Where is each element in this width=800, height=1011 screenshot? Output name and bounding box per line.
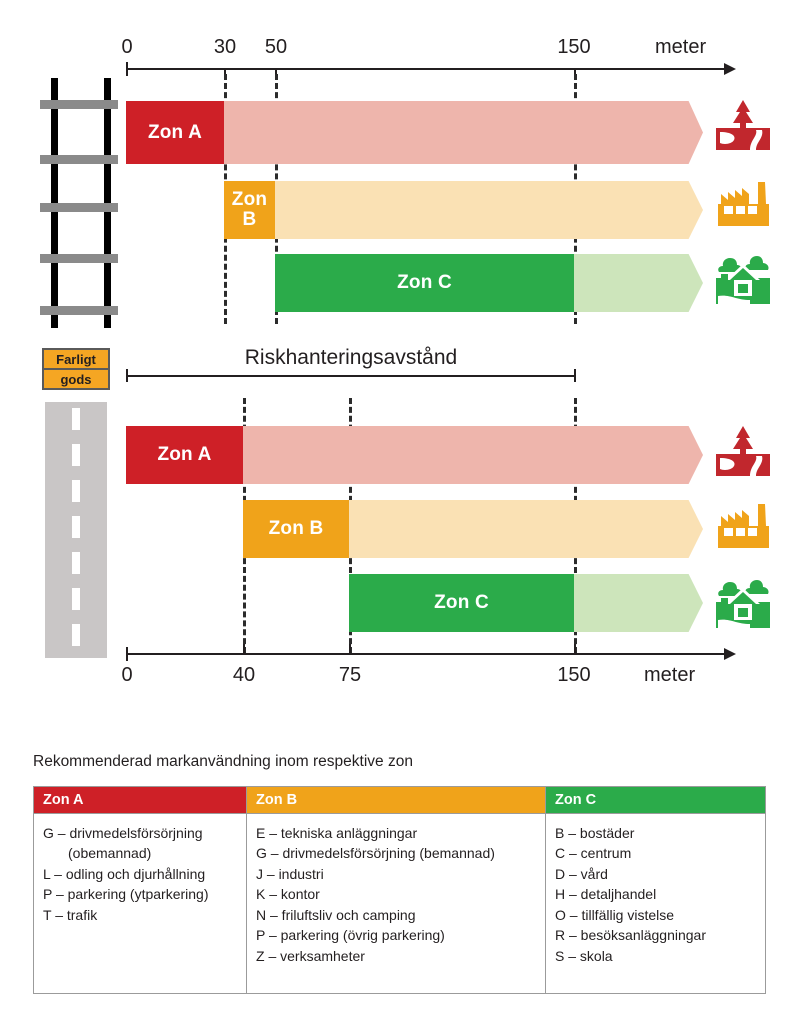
hazmat-placard: Farligt gods — [42, 348, 110, 390]
axis-tick-label: 30 — [213, 36, 237, 58]
axis-tick-label: 150 — [557, 664, 591, 686]
road-zone-a-row: Zon A — [126, 426, 726, 484]
list-item: L – odling och djurhållning — [43, 865, 206, 882]
list-item: Z – verksamheter — [256, 947, 365, 964]
span-label: Riskhanteringsavstånd — [244, 346, 458, 369]
land-use-table: Zon A G – drivmedelsförsörjning (obemann… — [33, 786, 766, 994]
list-item: S – skola — [555, 947, 613, 964]
factory-industry-icon — [714, 502, 772, 554]
list-item: H – detaljhandel — [555, 886, 657, 903]
list-item: G – drivmedelsförsörjning (bemannad) — [256, 845, 495, 862]
list-item: N – friluftsliv och camping — [256, 906, 416, 923]
axis-tick-label: 50 — [264, 36, 288, 58]
list-item: G – drivmedelsförsörjning — [43, 825, 203, 841]
nature-recreation-icon — [712, 424, 774, 482]
rail-sleeper — [40, 203, 118, 212]
zone-a-solid-segment[interactable]: Zon A — [126, 101, 224, 164]
list-item: K – kontor — [256, 886, 320, 903]
axis-tick-label: 150 — [557, 36, 591, 58]
list-item: T – trafik — [43, 906, 98, 923]
table-header-zon-b: Zon B — [247, 787, 545, 814]
zone-a-arrow-head — [671, 101, 703, 164]
rail-sleeper — [40, 155, 118, 164]
railway-zone-c-row: Zon C — [126, 254, 726, 312]
list-item: E – tekniska anläggningar — [256, 825, 418, 841]
list-item: C – centrum — [555, 845, 632, 862]
list-item: P – parkering (övrig parkering) — [256, 927, 445, 944]
axis-tick-label: 75 — [338, 664, 362, 686]
factory-industry-icon — [714, 180, 772, 232]
zone-a-arrow-head — [671, 426, 703, 484]
zone-a-solid-segment[interactable]: Zon A — [126, 426, 243, 484]
rail-sleeper — [40, 100, 118, 109]
zone-c-solid-segment[interactable]: Zon C — [275, 254, 574, 312]
railway-diagram: 0 30 50 150 meter Zon A Zon B Zon C — [0, 0, 800, 340]
table-body-zon-b: E – tekniska anläggningar G – drivmedels… — [247, 814, 545, 993]
list-item: (obemannad) — [68, 845, 152, 862]
road-icon — [45, 402, 107, 658]
table-column-zon-c: Zon C B – bostäder C – centrum D – vård … — [545, 787, 765, 993]
road-diagram: Farligt gods Riskhanteringsavstånd Zon A — [0, 340, 800, 700]
zone-b-solid-segment[interactable]: Zon B — [224, 181, 275, 239]
residential-housing-icon — [712, 252, 774, 308]
railway-zone-b-row: Zon B — [126, 181, 726, 239]
axis-unit-label: meter — [655, 36, 707, 58]
nature-recreation-icon — [712, 98, 774, 156]
table-header-zon-a: Zon A — [34, 787, 246, 814]
zone-b-fade-segment — [224, 181, 671, 239]
road-zone-c-row: Zon C — [126, 574, 726, 632]
list-item: R – besöksanläggningar — [555, 927, 706, 944]
zone-a-label: Zon A — [157, 444, 212, 466]
zone-c-label: Zon C — [434, 592, 489, 614]
table-column-zon-b: Zon B E – tekniska anläggningar G – driv… — [246, 787, 545, 993]
zone-c-solid-segment[interactable]: Zon C — [349, 574, 574, 632]
residential-housing-icon — [712, 576, 774, 632]
zone-b-label: Zon B — [268, 518, 324, 540]
placard-line-2: gods — [60, 371, 92, 387]
zone-a-label: Zon A — [147, 121, 203, 143]
rail-sleeper — [40, 306, 118, 315]
table-body-zon-a: G – drivmedelsförsörjning (obemannad) L … — [34, 814, 246, 993]
axis-tick-label: 0 — [121, 664, 133, 686]
risk-management-distance-span: Riskhanteringsavstånd — [0, 340, 800, 390]
list-item: B – bostäder — [555, 825, 635, 841]
list-item: D – vård — [555, 865, 608, 882]
axis-tick-label: 40 — [232, 664, 256, 686]
zone-b-arrow-head — [671, 500, 703, 558]
road-axis: 0 40 75 150 meter — [0, 640, 800, 700]
zone-b-arrow-head — [671, 181, 703, 239]
zone-b-label: Zon B — [231, 189, 268, 230]
table-body-zon-c: B – bostäder C – centrum D – vård H – de… — [546, 814, 765, 993]
zone-c-label: Zon C — [397, 272, 452, 294]
railway-axis: 0 30 50 150 meter — [0, 0, 800, 90]
road-zone-b-row: Zon B — [126, 500, 726, 558]
zone-c-arrow-head — [671, 254, 703, 312]
list-item: O – tillfällig vistelse — [555, 906, 675, 923]
table-column-zon-a: Zon A G – drivmedelsförsörjning (obemann… — [34, 787, 246, 993]
list-item: J – industri — [256, 865, 324, 882]
rail-sleeper — [40, 254, 118, 263]
axis-tick-label: 0 — [121, 36, 133, 58]
table-header-zon-c: Zon C — [546, 787, 765, 814]
zone-c-arrow-head — [671, 574, 703, 632]
railway-track-icon — [40, 78, 125, 328]
axis-unit-label: meter — [644, 664, 696, 686]
railway-zone-a-row: Zon A — [126, 101, 726, 164]
placard-line-1: Farligt — [56, 351, 96, 367]
zone-b-solid-segment[interactable]: Zon B — [243, 500, 349, 558]
table-caption: Rekommenderad markanvändning inom respek… — [33, 753, 413, 770]
list-item: P – parkering (ytparkering) — [43, 886, 209, 903]
